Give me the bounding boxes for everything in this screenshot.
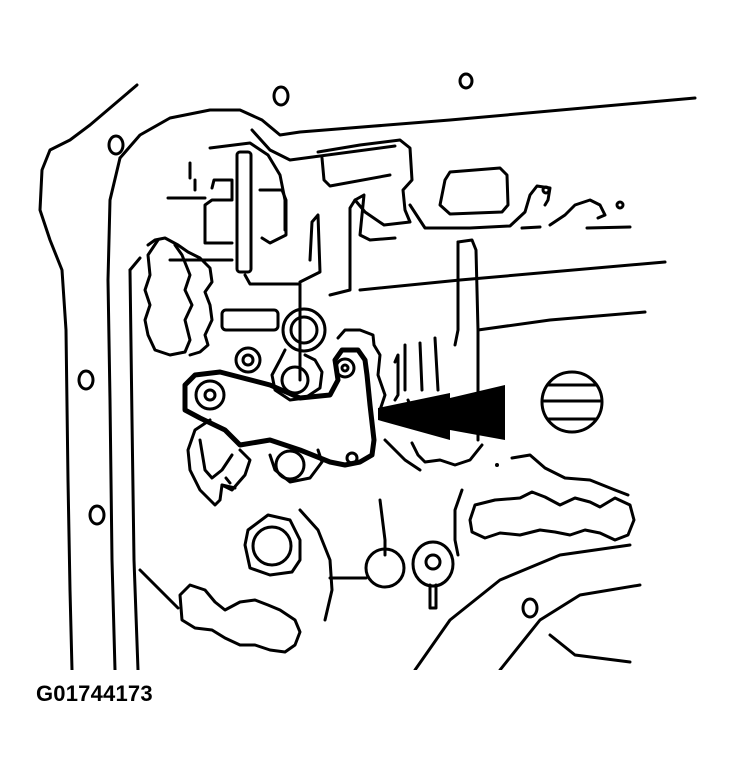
lower-components [178, 498, 455, 654]
detent-lever [186, 418, 324, 507]
middle-components [220, 307, 440, 412]
round-plug [540, 370, 604, 434]
detent-spring-bracket [182, 347, 377, 468]
left-accumulator [128, 236, 214, 357]
case-outline [38, 83, 697, 670]
arrow-left-icon [378, 385, 505, 440]
valve-body-diagram [38, 72, 697, 670]
figure-id-label: G01744173 [36, 681, 153, 706]
upper-valve-body [166, 138, 667, 442]
case-bolt-holes [77, 72, 539, 619]
lower-right-components [383, 438, 636, 557]
lower-case-curves [138, 543, 642, 670]
